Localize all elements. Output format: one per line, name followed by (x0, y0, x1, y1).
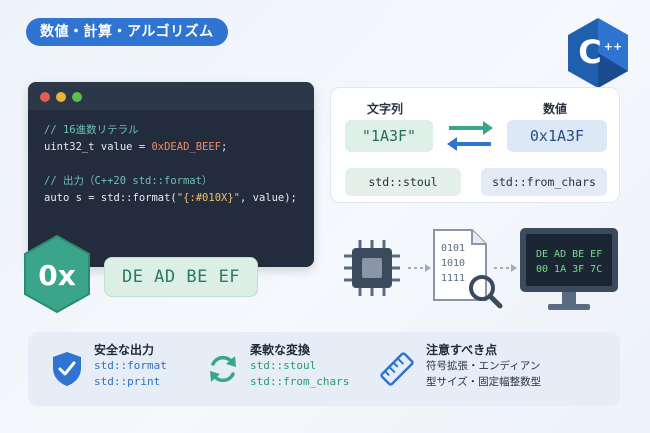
maximize-dot-icon (72, 92, 82, 102)
doc-line-3: 1111 (441, 273, 466, 284)
string-value-chip: "1A3F" (345, 120, 433, 152)
flow-arrow-1-icon (408, 264, 431, 272)
code-line-2: auto s = std::format("{:#010X}", value); (44, 192, 297, 204)
ruler-icon (380, 352, 414, 386)
code-block: // 16進数リテラル uint32_t value = 0xDEAD_BEEF… (44, 122, 297, 207)
close-dot-icon (40, 92, 50, 102)
minimize-dot-icon (56, 92, 66, 102)
feature-flexible-conversion: 柔軟な変換 std::stoul std::from_chars (250, 343, 350, 388)
code-comment-2: // 出力（C++20 std::format） (44, 175, 213, 187)
feature-caveats: 注意すべき点 符号拡張・エンディアン 型サイズ・固定幅整数型 (426, 343, 542, 388)
doc-line-1: 0101 (441, 243, 466, 254)
flow-arrow-2-icon (494, 264, 517, 272)
code-line-1: uint32_t value = 0xDEAD_BEEF; (44, 141, 228, 153)
conversion-card: 文字列 数値 "1A3F" 0x1A3F std::stoul std::fro… (330, 87, 620, 203)
code-comment-1: // 16進数リテラル (44, 124, 139, 136)
string-title: 文字列 (367, 102, 404, 116)
stoul-chip: std::stoul (345, 168, 461, 196)
format-string: "{:#010X}" (176, 192, 240, 204)
hex-literal: 0xDEAD_BEEF (151, 141, 222, 153)
logo-letter: C (578, 33, 601, 71)
document-search-icon (433, 229, 503, 309)
number-value-chip: 0x1A3F (507, 120, 607, 152)
monitor-line-2: 00 1A 3F 7C (536, 264, 603, 275)
cpu-chip-icon (344, 240, 400, 296)
shield-check-icon (53, 352, 81, 386)
monitor-icon (520, 228, 618, 310)
cpp-logo: C ++ (568, 18, 628, 88)
byte-sequence: DE AD BE EF (104, 257, 258, 297)
logo-superscript: ++ (604, 40, 622, 53)
monitor-line-1: DE AD BE EF (536, 249, 603, 260)
hex-prefix-text: 0x (38, 259, 76, 292)
doc-line-2: 1010 (441, 258, 466, 269)
window-titlebar (28, 82, 314, 110)
feature-safe-output: 安全な出力 std::format std::print (94, 343, 167, 388)
features-panel: 安全な出力 std::format std::print 柔軟な変換 std::… (28, 332, 620, 406)
code-window: // 16進数リテラル uint32_t value = 0xDEAD_BEEF… (28, 82, 314, 267)
from-chars-chip: std::from_chars (481, 168, 607, 196)
hex-prefix-badge: 0x (24, 234, 90, 314)
refresh-icon (210, 355, 236, 383)
number-title: 数値 (543, 102, 568, 116)
bidirectional-arrow-icon (447, 121, 493, 151)
topic-label: 数値・計算・アルゴリズム (26, 18, 228, 46)
